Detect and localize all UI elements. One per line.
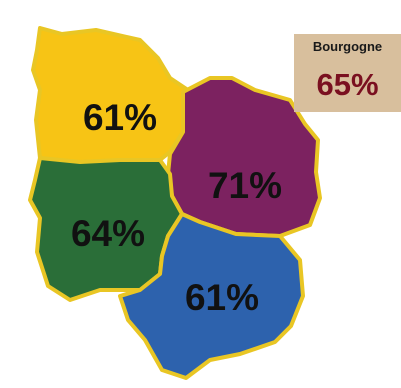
summary-title: Bourgogne xyxy=(312,39,383,54)
region-label-nievre: 64% xyxy=(71,213,145,254)
region-label-saone-et-loire: 61% xyxy=(185,277,259,318)
summary-box: Bourgogne 65% xyxy=(294,34,401,112)
region-label-cote-d-or: 71% xyxy=(208,165,282,206)
region-saone-et-loire[interactable] xyxy=(118,212,305,380)
region-label-yonne: 61% xyxy=(83,97,157,138)
summary-value: 65% xyxy=(316,67,379,102)
region-yonne[interactable] xyxy=(31,26,190,164)
